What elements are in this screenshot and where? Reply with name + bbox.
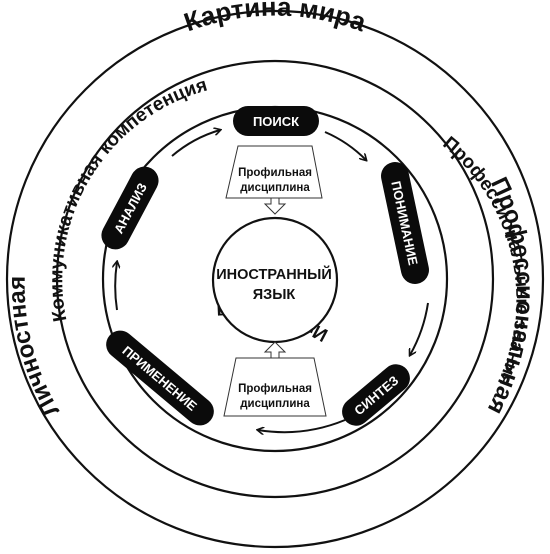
svg-text:ИНОСТРАННЫЙ: ИНОСТРАННЫЙ bbox=[216, 265, 332, 283]
svg-text:ПРИМЕНЕНИЕ: ПРИМЕНЕНИЕ bbox=[119, 343, 200, 414]
svg-text:дисциплина: дисциплина bbox=[240, 182, 310, 194]
svg-text:дисциплина: дисциплина bbox=[240, 398, 310, 410]
arrow-search-to-understanding bbox=[324, 131, 366, 160]
step-search: ПОИСК bbox=[233, 106, 319, 136]
arrow-up-into-core-icon bbox=[263, 341, 287, 359]
svg-text:ПОИСК: ПОИСК bbox=[253, 114, 299, 129]
svg-text:Профильная: Профильная bbox=[238, 167, 312, 179]
step-synthesis: СИНТЕЗ bbox=[342, 364, 410, 426]
core-circle: ИНОСТРАННЫЙ ЯЗЫК bbox=[211, 216, 339, 344]
middle-ring bbox=[55, 59, 495, 499]
step-analysis: АНАЛИЗ bbox=[101, 166, 159, 250]
middle-right-label: Профессиональные знания bbox=[439, 133, 533, 389]
arrow-understanding-to-synthesis bbox=[410, 302, 429, 355]
arrow-application-to-analysis bbox=[115, 262, 117, 311]
svg-text:Профильная: Профильная bbox=[238, 383, 312, 395]
arrow-down-into-core-icon bbox=[263, 197, 287, 215]
arrow-analysis-to-search bbox=[171, 130, 220, 157]
step-understanding: ПОНИМАНИЕ bbox=[381, 162, 429, 284]
outer-top-label: Картина мира bbox=[180, 0, 370, 37]
discipline-bottom: Профильная дисциплина bbox=[223, 357, 327, 417]
step-application: ПРИМЕНЕНИЕ bbox=[106, 330, 214, 426]
discipline-top: Профильная дисциплина bbox=[225, 145, 323, 199]
svg-text:ЯЗЫК: ЯЗЫК bbox=[253, 287, 296, 303]
outer-ring bbox=[5, 9, 545, 549]
arrow-synthesis-to-application bbox=[258, 419, 346, 432]
